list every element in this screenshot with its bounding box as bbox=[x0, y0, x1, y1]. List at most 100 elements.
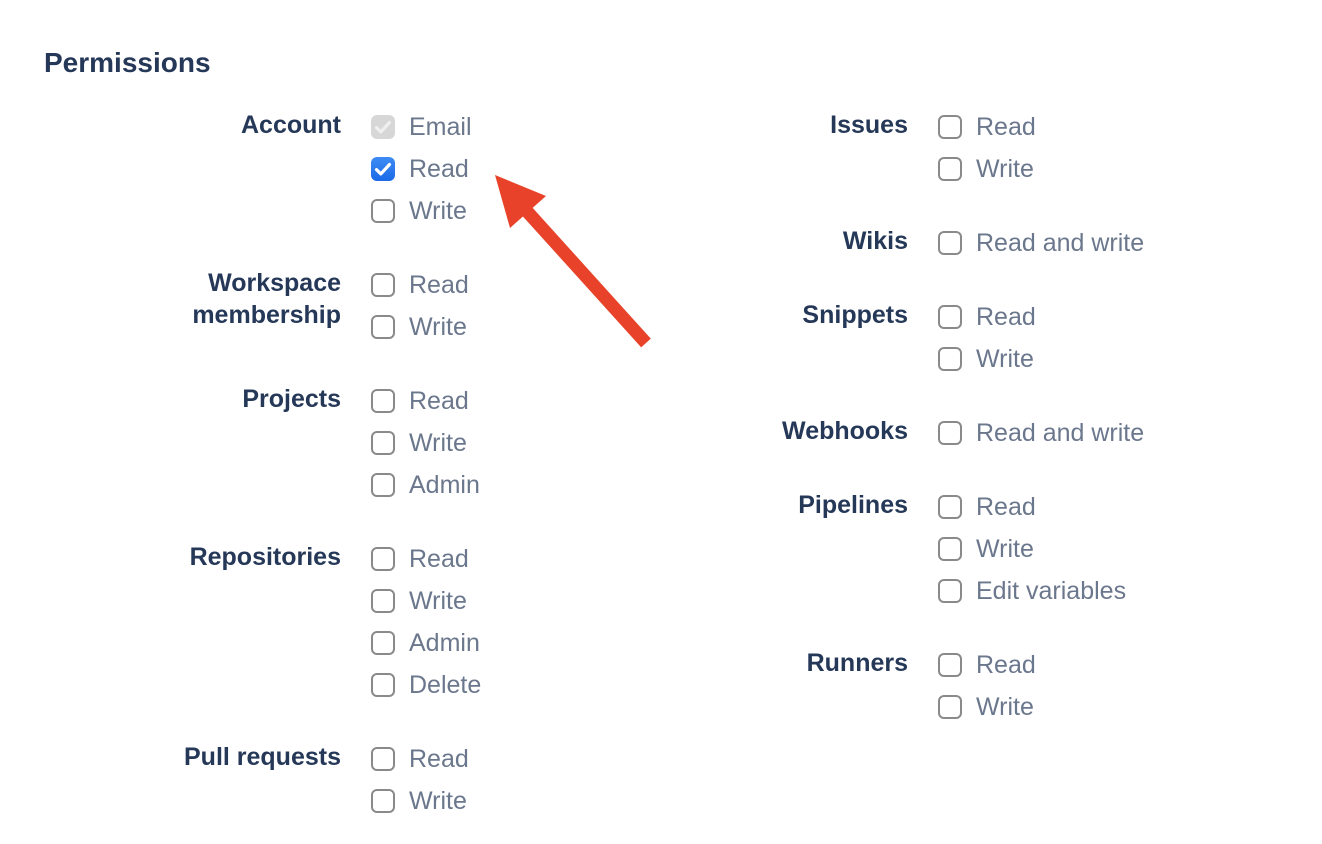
option-workspace-read[interactable]: Read bbox=[371, 264, 469, 306]
group-options: Read Write bbox=[938, 296, 1036, 380]
option-label: Read bbox=[409, 545, 469, 573]
group-label-pull-requests: Pull requests bbox=[184, 743, 341, 771]
checkbox-runners-read[interactable] bbox=[938, 653, 962, 677]
option-account-read[interactable]: Read bbox=[371, 148, 472, 190]
option-label: Read bbox=[409, 155, 469, 183]
option-pipelines-write[interactable]: Write bbox=[938, 528, 1126, 570]
checkbox-workspace-write[interactable] bbox=[371, 315, 395, 339]
checkbox-workspace-read[interactable] bbox=[371, 273, 395, 297]
option-projects-read[interactable]: Read bbox=[371, 380, 480, 422]
option-label: Admin bbox=[409, 471, 480, 499]
permission-group-webhooks: Webhooks Read and write bbox=[718, 412, 1144, 454]
option-account-email: Email bbox=[371, 106, 472, 148]
checkbox-repositories-read[interactable] bbox=[371, 547, 395, 571]
group-options: Read Write Admin Delete bbox=[371, 538, 481, 706]
option-label: Email bbox=[409, 113, 472, 141]
group-options: Read and write bbox=[938, 412, 1144, 454]
option-workspace-write[interactable]: Write bbox=[371, 306, 469, 348]
permission-group-workspace-membership: Workspace membership Read Write bbox=[151, 264, 481, 348]
checkbox-snippets-read[interactable] bbox=[938, 305, 962, 329]
group-label-projects: Projects bbox=[242, 385, 341, 413]
option-runners-read[interactable]: Read bbox=[938, 644, 1036, 686]
checkbox-pull-requests-write[interactable] bbox=[371, 789, 395, 813]
permission-group-runners: Runners Read Write bbox=[718, 644, 1144, 728]
group-label-wikis: Wikis bbox=[842, 227, 908, 255]
checkbox-snippets-write[interactable] bbox=[938, 347, 962, 371]
option-snippets-read[interactable]: Read bbox=[938, 296, 1036, 338]
option-label: Write bbox=[976, 535, 1034, 563]
checkbox-pipelines-write[interactable] bbox=[938, 537, 962, 561]
checkbox-repositories-admin[interactable] bbox=[371, 631, 395, 655]
option-label: Write bbox=[976, 345, 1034, 373]
option-repositories-write[interactable]: Write bbox=[371, 580, 481, 622]
option-pull-requests-read[interactable]: Read bbox=[371, 738, 469, 780]
option-label: Read and write bbox=[976, 229, 1145, 257]
checkbox-projects-read[interactable] bbox=[371, 389, 395, 413]
option-label: Write bbox=[409, 197, 467, 225]
option-label: Write bbox=[409, 787, 467, 815]
group-label-pipelines: Pipelines bbox=[798, 491, 908, 519]
option-label: Read bbox=[409, 387, 469, 415]
checkbox-projects-admin[interactable] bbox=[371, 473, 395, 497]
group-options: Read Write Edit variables bbox=[938, 486, 1126, 612]
option-webhooks-read-and-write[interactable]: Read and write bbox=[938, 412, 1144, 454]
option-issues-write[interactable]: Write bbox=[938, 148, 1036, 190]
checkbox-repositories-write[interactable] bbox=[371, 589, 395, 613]
checkbox-runners-write[interactable] bbox=[938, 695, 962, 719]
checkmark-icon bbox=[374, 162, 392, 176]
group-options: Read Write bbox=[938, 106, 1036, 190]
option-projects-admin[interactable]: Admin bbox=[371, 464, 480, 506]
page-title: Permissions bbox=[44, 47, 211, 78]
option-runners-write[interactable]: Write bbox=[938, 686, 1036, 728]
option-label: Read bbox=[976, 113, 1036, 141]
group-label-runners: Runners bbox=[806, 649, 908, 677]
checkbox-webhooks-read-and-write[interactable] bbox=[938, 421, 962, 445]
option-label: Delete bbox=[409, 671, 482, 699]
permission-group-issues: Issues Read Write bbox=[718, 106, 1144, 190]
permission-group-pull-requests: Pull requests Read Write bbox=[151, 738, 481, 822]
checkbox-account-read[interactable] bbox=[371, 157, 395, 181]
option-pipelines-read[interactable]: Read bbox=[938, 486, 1126, 528]
checkbox-issues-read[interactable] bbox=[938, 115, 962, 139]
group-label-account: Account bbox=[241, 111, 341, 139]
checkbox-account-email bbox=[371, 115, 395, 139]
option-label: Edit variables bbox=[976, 577, 1127, 605]
option-label: Read bbox=[409, 745, 469, 773]
option-label: Read bbox=[409, 271, 469, 299]
option-label: Write bbox=[409, 313, 467, 341]
checkbox-account-write[interactable] bbox=[371, 199, 395, 223]
group-options: Read Write bbox=[371, 264, 469, 348]
option-repositories-read[interactable]: Read bbox=[371, 538, 481, 580]
checkbox-wikis-read-and-write[interactable] bbox=[938, 231, 962, 255]
option-label: Read bbox=[976, 303, 1036, 331]
checkbox-issues-write[interactable] bbox=[938, 157, 962, 181]
option-issues-read[interactable]: Read bbox=[938, 106, 1036, 148]
option-projects-write[interactable]: Write bbox=[371, 422, 480, 464]
option-label: Read and write bbox=[976, 419, 1145, 447]
permission-group-wikis: Wikis Read and write bbox=[718, 222, 1144, 264]
option-wikis-read-and-write[interactable]: Read and write bbox=[938, 222, 1144, 264]
option-account-write[interactable]: Write bbox=[371, 190, 472, 232]
permission-group-snippets: Snippets Read Write bbox=[718, 296, 1144, 380]
checkbox-projects-write[interactable] bbox=[371, 431, 395, 455]
option-pull-requests-write[interactable]: Write bbox=[371, 780, 469, 822]
option-repositories-admin[interactable]: Admin bbox=[371, 622, 481, 664]
option-pipelines-edit-variables[interactable]: Edit variables bbox=[938, 570, 1126, 612]
option-label: Write bbox=[976, 693, 1034, 721]
group-label-repositories: Repositories bbox=[189, 543, 341, 571]
option-repositories-delete[interactable]: Delete bbox=[371, 664, 481, 706]
checkbox-pipelines-edit-variables[interactable] bbox=[938, 579, 962, 603]
option-snippets-write[interactable]: Write bbox=[938, 338, 1036, 380]
checkbox-pipelines-read[interactable] bbox=[938, 495, 962, 519]
checkbox-pull-requests-read[interactable] bbox=[371, 747, 395, 771]
group-options: Email Read Write bbox=[371, 106, 472, 232]
permission-group-pipelines: Pipelines Read Write Edit variables bbox=[718, 486, 1144, 612]
checkbox-repositories-delete[interactable] bbox=[371, 673, 395, 697]
group-label-issues: Issues bbox=[830, 111, 908, 139]
group-label-webhooks: Webhooks bbox=[782, 417, 908, 445]
permissions-column-right: Issues Read Write Wikis Read and write bbox=[718, 106, 1144, 728]
group-options: Read and write bbox=[938, 222, 1144, 264]
option-label: Write bbox=[409, 587, 467, 615]
group-options: Read Write Admin bbox=[371, 380, 480, 506]
